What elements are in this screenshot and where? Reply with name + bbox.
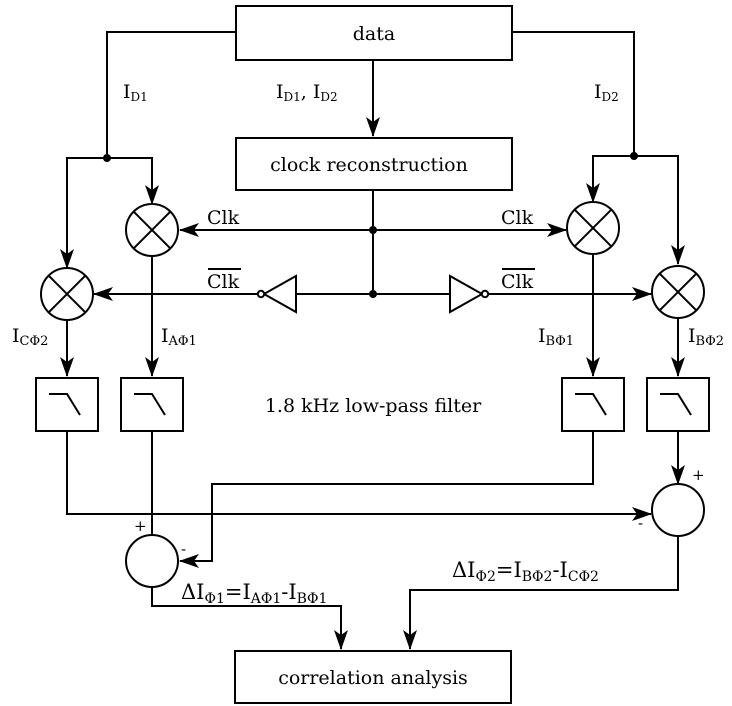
lowpass-filter-1	[35, 377, 99, 432]
wire-filter3-to-left-summer	[179, 431, 594, 568]
label-i-d2-right: ID2	[594, 81, 619, 104]
wire-d2-to-upper-right-mixer	[586, 155, 634, 203]
wire-left-summer-to-correlation	[151, 587, 348, 650]
block-correlation-label: correlation analysis	[278, 667, 468, 689]
label-clk-left: Clk	[207, 207, 240, 229]
wire-data-right	[512, 31, 635, 156]
block-data-label: data	[353, 23, 395, 45]
wire-data-left	[106, 31, 236, 158]
summer-right	[651, 483, 705, 537]
block-correlation-analysis: correlation analysis	[234, 650, 512, 704]
mixer-upper-left	[125, 203, 179, 257]
label-i-c-phi2: ICΦ2	[12, 325, 48, 349]
sign-plus-right: +	[692, 466, 705, 484]
block-clock-label: clock reconstruction	[270, 154, 468, 176]
wire-d1-to-left-mixer	[60, 157, 107, 269]
equation-delta-i-phi1: ΔIΦ1=IAΦ1-IBΦ1	[181, 580, 327, 607]
label-clkbar-left: Clk	[207, 268, 241, 293]
junction-dot	[369, 290, 377, 298]
mixer-lower-left	[40, 267, 94, 321]
junctions	[103, 152, 638, 298]
junction-dot	[630, 152, 638, 160]
wire-filter1-to-right-summer	[66, 431, 652, 521]
sign-plus-left: +	[134, 517, 147, 535]
label-filter-caption: 1.8 kHz low-pass filter	[265, 395, 482, 417]
label-clkbar-right: Clk	[501, 268, 535, 293]
svg-text:Clk: Clk	[501, 271, 534, 293]
junction-dot	[103, 154, 111, 162]
wire-d1-to-upper-left-mixer	[107, 157, 159, 205]
wires	[60, 31, 685, 650]
mixer-upper-right	[566, 201, 620, 255]
block-clock-reconstruction: clock reconstruction	[235, 137, 513, 191]
label-clk-right: Clk	[501, 207, 534, 229]
lowpass-filter-4	[646, 377, 710, 432]
junction-dot	[369, 226, 377, 234]
svg-text:Clk: Clk	[207, 271, 240, 293]
equation-delta-i-phi2: ΔIΦ2=IBΦ2-ICΦ2	[452, 558, 599, 585]
label-i-d1-d2-mid: ID1, ID2	[276, 81, 338, 104]
summer-left	[125, 534, 179, 588]
lowpass-filter-2	[120, 377, 184, 432]
lowpass-filter-3	[561, 377, 625, 432]
wire-right-summer-to-correlation	[403, 536, 679, 650]
mixer-lower-right	[651, 265, 705, 319]
inverter-left	[256, 274, 297, 314]
wire-d2-to-right-mixer	[634, 155, 685, 265]
sign-minus-left: -	[181, 540, 186, 558]
block-data: data	[235, 5, 513, 61]
label-i-b-phi1: IBΦ1	[538, 325, 574, 349]
inverter-right	[449, 274, 490, 314]
label-i-a-phi1: IAΦ1	[161, 325, 197, 349]
label-i-d1-left: ID1	[123, 81, 148, 104]
sign-minus-right: -	[638, 514, 643, 532]
label-i-b-phi2: IBΦ2	[688, 325, 724, 349]
